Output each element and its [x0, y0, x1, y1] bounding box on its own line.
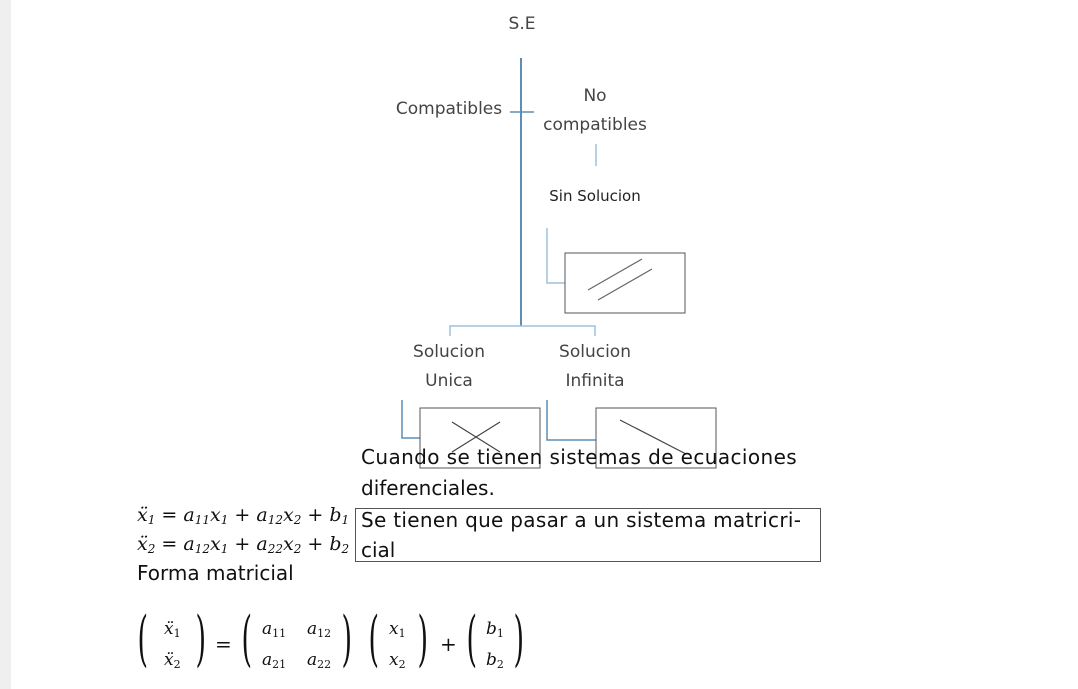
equals-sign: =: [215, 632, 232, 656]
paren-left-2: (: [241, 604, 252, 674]
intersecting-lines-box: [419, 407, 541, 469]
plus-sign: +: [440, 632, 457, 656]
solucion-unica-line1: Solucion: [413, 342, 485, 362]
paren-left-4: (: [466, 604, 477, 674]
compatibles-label: Compatibles: [395, 99, 503, 119]
coincident-lines-box: [595, 407, 717, 469]
paren-left-1: (: [137, 604, 148, 674]
equation-1: ẍ1 = a11x1 + a12x2 + b1: [137, 504, 350, 527]
cell-b2: b2: [486, 650, 504, 671]
paragraph-line-1: Cuando se tienen sistemas de ecuaciones: [361, 445, 798, 469]
paren-left-3: (: [368, 604, 379, 674]
tree-connector-infinita: [546, 400, 596, 441]
cell-a11: a11: [262, 619, 287, 640]
coincident-line: [619, 419, 687, 455]
equation-2: ẍ2 = a12x1 + a22x2 + b2: [137, 533, 350, 556]
solucion-infinita-line1: Solucion: [559, 342, 631, 362]
no-compatibles-label: No compatibles: [530, 82, 660, 140]
cell-b1: b1: [486, 619, 504, 640]
paren-right-1: ): [195, 604, 206, 674]
cell-a22: a22: [307, 650, 332, 671]
cell-a12: a12: [307, 619, 332, 640]
cell-xddot2: ẍ2: [164, 650, 181, 671]
paren-right-3: ): [417, 604, 428, 674]
solucion-unica-line2: Unica: [425, 371, 473, 391]
cell-a21: a21: [262, 650, 287, 671]
tree-connector-unica: [401, 400, 420, 439]
matrix-note-box: [355, 508, 821, 562]
forma-matricial-heading: Forma matricial: [137, 561, 294, 585]
no-compatibles-line1: No: [583, 86, 607, 106]
parallel-lines-box: [564, 252, 686, 314]
parallel-line-2: [597, 268, 653, 301]
paren-right-4: ): [513, 604, 524, 674]
paren-right-2: ): [341, 604, 352, 674]
root-label: S.E: [508, 14, 536, 34]
sin-solucion-label: Sin Solucion: [549, 187, 641, 205]
paragraph-line-2: diferenciales.: [361, 476, 495, 500]
parallel-line-1: [587, 258, 643, 291]
cell-xddot1: ẍ1: [164, 619, 181, 640]
solucion-infinita-line2: Infinita: [565, 371, 625, 391]
solucion-infinita-label: Solucion Infinita: [530, 338, 660, 396]
page-margin-strip: [0, 0, 11, 689]
no-compatibles-line2: compatibles: [543, 115, 647, 135]
tree-connector-sin-solucion: [546, 228, 565, 284]
solucion-unica-label: Solucion Unica: [384, 338, 514, 396]
matrix-note-line-2: cial: [361, 538, 396, 562]
tree-fork: [449, 325, 596, 336]
cell-x1: x1: [389, 619, 406, 640]
cell-x2: x2: [389, 650, 406, 671]
matrix-note-line-1: Se tienen que pasar a un sistema matricr…: [361, 508, 802, 532]
intersect-line-2: [451, 421, 501, 453]
